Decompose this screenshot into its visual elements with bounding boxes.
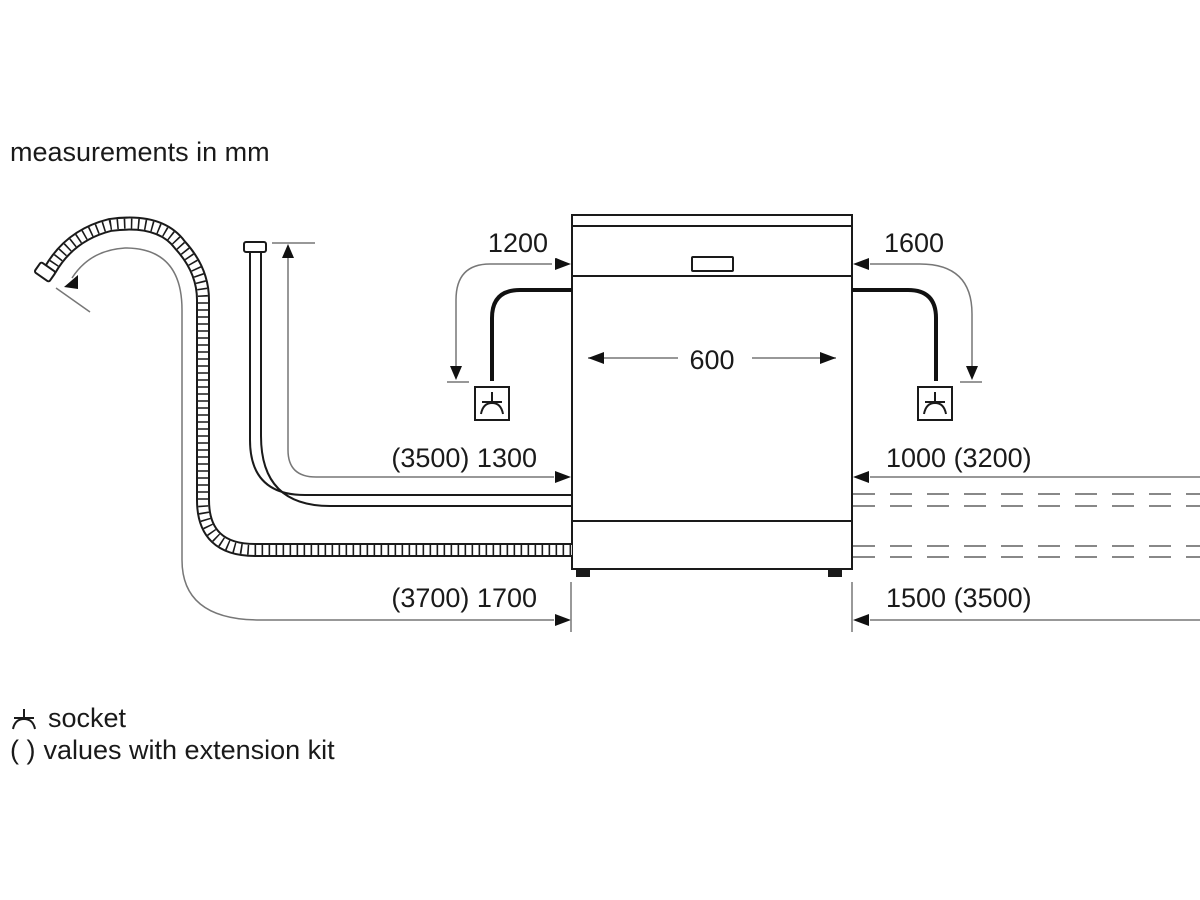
inlet-hose — [243, 241, 572, 507]
foot-left — [576, 569, 590, 577]
right-dashed-hoses — [853, 493, 1200, 558]
legend: socket ( ) values with extension kit — [10, 702, 335, 766]
legend-extension: ( ) values with extension kit — [10, 734, 335, 766]
legend-extension-symbol: ( ) — [10, 735, 36, 765]
foot-right — [828, 569, 842, 577]
socket-icon — [12, 709, 36, 730]
power-right-label: 1600 — [884, 228, 944, 258]
drain-hose — [33, 216, 572, 557]
inlet-left-label: (3500) 1300 — [391, 443, 537, 473]
width-label: 600 — [689, 345, 734, 375]
control-panel-display — [691, 256, 734, 272]
inlet-dimension-right — [853, 471, 1200, 483]
power-cable-left — [474, 288, 572, 421]
drain-left-label: (3700) 1700 — [391, 583, 537, 613]
inlet-hose-connector — [243, 241, 267, 253]
drain-right-label: 1500 (3500) — [886, 583, 1032, 613]
inlet-right-label: 1000 (3200) — [886, 443, 1032, 473]
drain-dimension-right — [851, 582, 1200, 632]
power-dimension-right — [853, 258, 982, 383]
power-dimension-left — [447, 258, 571, 383]
power-left-label: 1200 — [488, 228, 548, 258]
legend-socket: socket — [10, 702, 335, 734]
drain-dimension-left — [55, 247, 572, 632]
drain-hose-end — [33, 261, 57, 283]
inlet-dimension-left — [272, 242, 571, 483]
legend-socket-label: socket — [48, 703, 127, 733]
dishwasher-body — [571, 214, 853, 577]
socket-icon — [480, 392, 504, 415]
legend-extension-label: values with extension kit — [43, 735, 335, 765]
dishwasher-outline — [571, 214, 853, 570]
measurements-title: measurements in mm — [10, 137, 270, 167]
socket-icon — [923, 392, 947, 415]
power-cable-right — [852, 288, 953, 421]
